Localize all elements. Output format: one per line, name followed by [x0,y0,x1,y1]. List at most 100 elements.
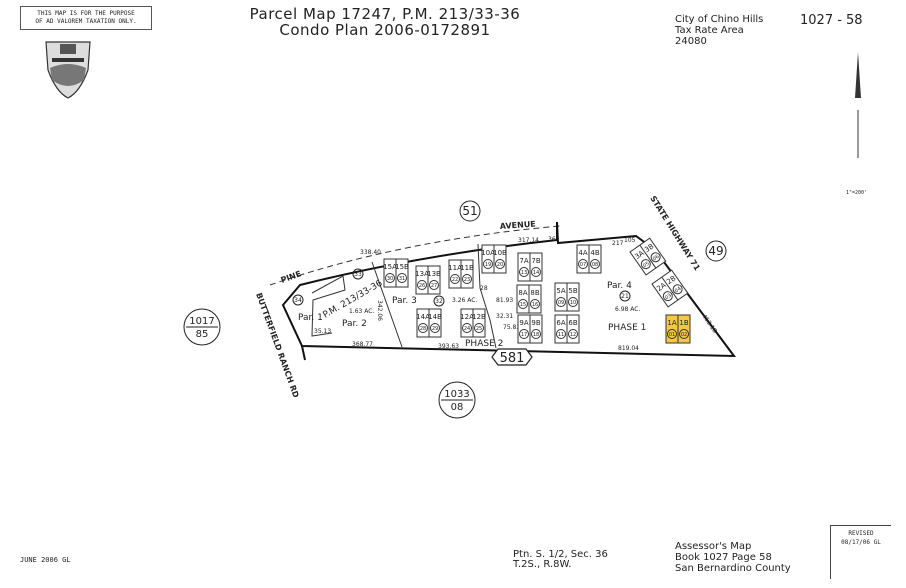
unit-label: 8A [518,289,527,297]
unit-label: 6A [556,319,565,327]
unit-label: 2A [655,281,667,293]
revised-date: 08/17/06 GL [841,539,881,546]
scale-label: 1"=200' [846,190,868,196]
unit-number: 14 [533,270,539,276]
unit-number-circle [640,259,651,270]
title-line: Parcel Map 17247, P.M. 213/33-36 [249,5,521,23]
unit-label: 13B [427,270,441,278]
phase-label: PHASE 2 [465,339,503,349]
unit-number: 06 [652,254,661,263]
unit-number: 17 [521,332,527,338]
unit-number-circle [495,259,505,269]
adjacent-page-49[interactable]: 49 [705,240,727,262]
street-label-avenue: AVENUE [500,220,537,231]
city-block: City of Chino Hills Tax Rate Area 24080 [675,14,763,47]
unit-7A-7B[interactable]: 7A 13 7B 14 [517,252,543,282]
unit-number: 19 [485,262,491,268]
disclaimer-box: THIS MAP IS FOR THE PURPOSE OF AD VALORE… [20,6,152,30]
unit-label: 13A [415,270,429,278]
dimension-label: 338.40 [360,249,381,256]
parcel-label: Par. 3 [392,296,417,306]
unit-number-circle [556,329,566,339]
assessor-block: Assessor's Map Book 1027 Page 58 San Ber… [675,541,791,574]
unit-label: 1B [679,319,688,327]
unit-label: 3A [633,249,645,261]
north-arrow-icon [855,52,861,158]
dimension-label: 36 [548,236,556,243]
adjacent-book-1033-08[interactable]: 1033 08 [438,381,476,419]
unit-number-circle [474,323,484,333]
unit-number: 12 [570,332,576,338]
section-line: T.2S., R.8W. [513,559,572,570]
title-line: Condo Plan 2006-0172891 [279,21,491,39]
unit-number: 07 [580,262,586,268]
adjacent-page-51[interactable]: 51 [459,200,481,222]
city-name: City of Chino Hills [675,14,764,25]
unit-number-circle [556,297,566,307]
unit-number-circle [519,267,529,277]
book-number: 1017 [189,316,214,327]
unit-number: 24 [464,326,470,332]
unit-label: 4A [578,249,587,257]
unit-number-circle [518,299,528,309]
unit-label: 7A [519,257,528,265]
page-number: 08 [451,402,464,413]
unit-label: 12B [472,313,486,321]
unit-number-circle [568,329,578,339]
date-note: JUNE 2006 GL [20,556,71,564]
parcel-label: Par. 1 [298,313,323,323]
unit-label: 11B [460,264,474,272]
county-seal-icon [45,41,91,99]
phase-label: PHASE 1 [608,323,646,333]
adjacent-book-1017-85[interactable]: 1017 85 [183,308,221,346]
unit-number: 13 [521,270,527,276]
unit-number: 23 [464,277,470,283]
revised-label: REVISED [848,530,874,537]
unit-number: 03 [664,293,673,302]
unit-number-circle [531,329,541,339]
page-number: 51 [462,204,477,218]
unit-number: 04 [674,286,683,295]
unit-number: 18 [533,332,539,338]
unit-number: 28 [420,326,426,332]
assessor-line: Book 1027 Page 58 [675,552,772,563]
unit-number: 09 [558,300,564,306]
map-title: Parcel Map 17247, P.M. 213/33-36 Condo P… [220,6,550,38]
unit-number-circle [568,297,578,307]
dimension-label: 819.04 [618,345,639,352]
dimension-label: 32.31 [496,313,513,320]
parcel-acres: 6.98 AC. [615,306,640,313]
assessor-line: Assessor's Map [675,541,752,552]
unit-number-circle [429,280,439,290]
unit-number-circle [417,280,427,290]
unit-label: 7B [531,257,540,265]
dimension-label: 453.18 [700,313,718,334]
parcel-label: Par. 2 [342,319,367,329]
parcel-number: 21 [621,293,629,300]
dimension-label: 217 [612,240,624,247]
page-number: 49 [708,244,723,258]
disclaimer-line: THIS MAP IS FOR THE PURPOSE [37,10,135,17]
unit-number: 25 [476,326,482,332]
unit-label: 6B [568,319,577,327]
unit-number: 29 [432,326,438,332]
section-line: Ptn. S. 1/2, Sec. 36 [513,549,608,560]
street-label-pine: PINE [280,269,303,285]
unit-number-circle [650,252,661,263]
unit-label: 2B [665,274,677,286]
route-number: 581 [500,351,525,366]
